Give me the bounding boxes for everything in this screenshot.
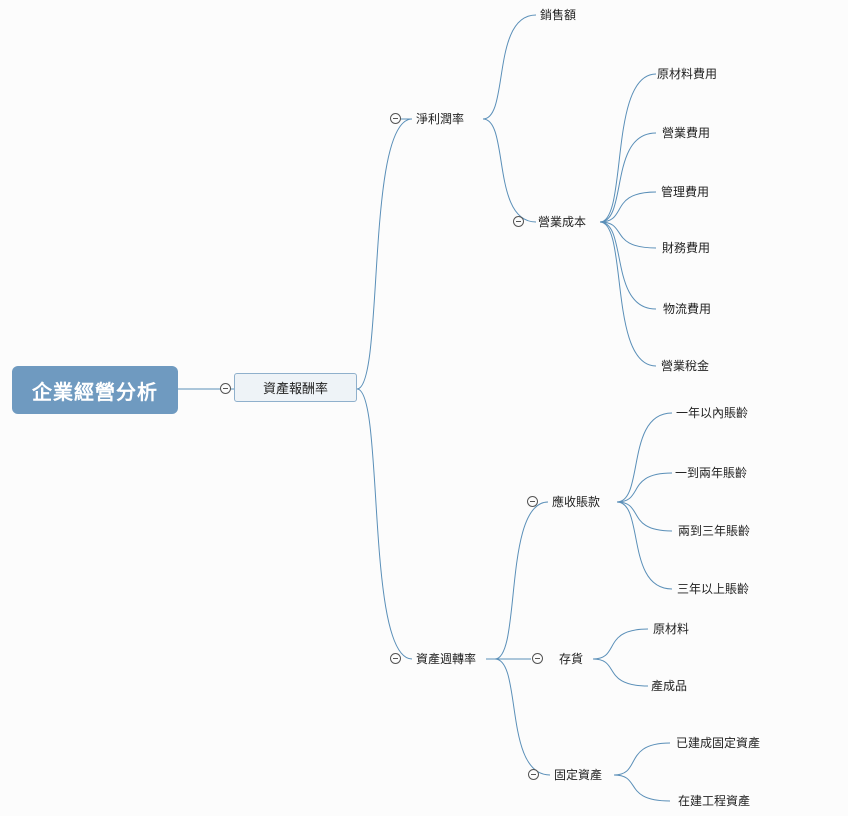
collapse-toggle-asset-turnover[interactable] bbox=[390, 653, 401, 664]
link-net-margin-sales bbox=[482, 14, 537, 120]
link-opcost-admin-expense bbox=[599, 191, 657, 223]
topic-finished-goods[interactable]: 產成品 bbox=[651, 679, 688, 693]
link-asset-turnover-fixed bbox=[494, 658, 551, 776]
collapse-toggle-net-margin[interactable] bbox=[390, 113, 401, 124]
link-fixed-construction bbox=[613, 774, 671, 802]
collapse-toggle-inventory[interactable] bbox=[532, 653, 543, 664]
topic-built-fixed-assets[interactable]: 已建成固定資產 bbox=[676, 736, 761, 750]
topic-raw-materials[interactable]: 原材料 bbox=[653, 622, 690, 636]
topic-sales[interactable]: 銷售額 bbox=[540, 8, 577, 22]
collapse-toggle-receivables[interactable] bbox=[527, 496, 538, 507]
collapse-toggle-operating-cost[interactable] bbox=[513, 216, 524, 227]
link-net-margin-opcost bbox=[482, 118, 537, 223]
topic-aging-3[interactable]: 兩到三年賬齡 bbox=[678, 524, 751, 538]
topic-asset-turnover[interactable]: 資產週轉率 bbox=[416, 652, 477, 666]
topic-aging-2[interactable]: 一到兩年賬齡 bbox=[675, 466, 748, 480]
link-receivables-aging-1 bbox=[616, 412, 673, 503]
topic-raw-material-cost[interactable]: 原材料費用 bbox=[657, 67, 718, 81]
link-opcost-finance-expense bbox=[599, 221, 657, 249]
topic-receivables[interactable]: 應收賬款 bbox=[552, 495, 601, 509]
link-asset-turnover-receivables bbox=[494, 501, 549, 660]
collapse-toggle-fixed-assets[interactable] bbox=[528, 769, 539, 780]
topic-inventory[interactable]: 存貨 bbox=[559, 652, 584, 666]
link-receivables-aging-3 bbox=[616, 501, 673, 532]
link-receivables-aging-2 bbox=[616, 472, 673, 503]
link-inventory-raw bbox=[592, 628, 649, 660]
link-receivables-aging-4 bbox=[616, 501, 673, 590]
topic-aging-1[interactable]: 一年以內賬齡 bbox=[676, 406, 749, 420]
link-opcost-business-tax bbox=[599, 221, 657, 367]
topic-business-tax[interactable]: 營業稅金 bbox=[661, 359, 710, 373]
link-inventory-finished bbox=[592, 658, 649, 687]
link-opcost-operating-expense bbox=[599, 132, 657, 223]
topic-fixed-assets[interactable]: 固定資產 bbox=[554, 768, 603, 782]
topic-admin-expense[interactable]: 管理費用 bbox=[661, 185, 710, 199]
link-opcost-raw-material-cost bbox=[599, 73, 657, 223]
link-main-net-margin bbox=[356, 118, 413, 390]
link-main-asset-turnover bbox=[356, 388, 413, 660]
topic-aging-4[interactable]: 三年以上賬齡 bbox=[677, 582, 750, 596]
topic-net-margin[interactable]: 淨利潤率 bbox=[416, 112, 465, 126]
topic-operating-expense[interactable]: 營業費用 bbox=[662, 126, 711, 140]
topic-operating-cost[interactable]: 營業成本 bbox=[538, 215, 587, 229]
root-topic[interactable]: 企業經營分析 bbox=[12, 366, 178, 414]
main-topic[interactable]: 資產報酬率 bbox=[234, 373, 357, 402]
topic-logistics-expense[interactable]: 物流費用 bbox=[663, 302, 712, 316]
collapse-toggle-main[interactable] bbox=[220, 383, 231, 394]
topic-construction-in-progress[interactable]: 在建工程資產 bbox=[678, 794, 751, 808]
topic-finance-expense[interactable]: 財務費用 bbox=[662, 241, 711, 255]
link-opcost-logistics-expense bbox=[599, 221, 657, 310]
link-fixed-built bbox=[613, 742, 671, 776]
